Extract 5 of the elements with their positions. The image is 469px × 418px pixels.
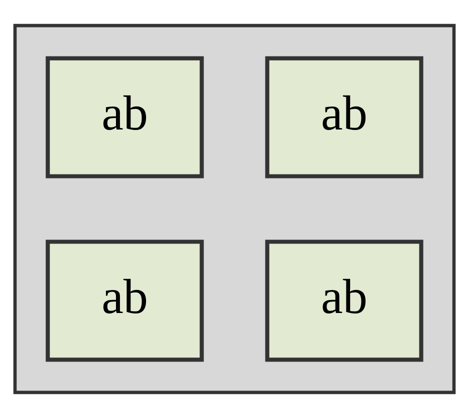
node-box: ab [46, 56, 204, 178]
node-box: ab [46, 240, 204, 362]
node-box: ab [265, 240, 424, 362]
node-box: ab [265, 56, 424, 178]
cluster [13, 24, 456, 394]
